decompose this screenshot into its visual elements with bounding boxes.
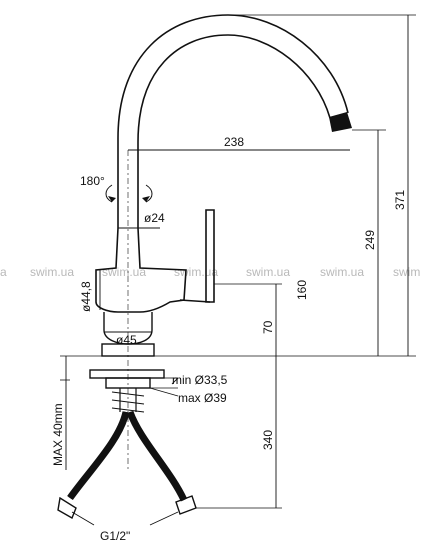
dimension-lines <box>65 15 409 526</box>
aerator <box>329 112 352 132</box>
watermark-edge-left: a <box>0 265 7 279</box>
watermark: a swim.ua swim.ua swim.ua swim.ua swim.u… <box>0 265 420 279</box>
label-rotation: 180° <box>80 174 105 188</box>
rotation-arrows <box>105 184 153 203</box>
leader-max <box>149 387 179 397</box>
label-connection: G1/2" <box>100 529 130 543</box>
lever <box>179 209 215 303</box>
label-hose-length: 340 <box>261 430 275 450</box>
dimension-labels: 238 371 249 180° ø24 ø44,8 160 ø45 70 mi… <box>51 135 407 543</box>
watermark-edge-right: swim <box>393 265 420 279</box>
watermark-text: swim.ua <box>174 265 218 279</box>
base-mount <box>89 343 165 413</box>
label-base-diameter: ø45 <box>116 333 137 347</box>
leader-g12 <box>71 511 179 526</box>
label-body-diameter: ø44,8 <box>79 281 93 312</box>
label-hole-max: max Ø39 <box>178 391 227 405</box>
label-base-height: 70 <box>261 320 275 334</box>
watermark-text: swim.ua <box>30 265 74 279</box>
watermark-text: swim.ua <box>246 265 290 279</box>
spout <box>117 14 352 228</box>
extension-lines <box>60 14 416 509</box>
label-max-deck: MAX 40mm <box>51 403 65 466</box>
faucet-body <box>95 227 187 345</box>
label-hole-min: min Ø33,5 <box>172 373 228 387</box>
leader-min <box>171 377 179 385</box>
watermark-text: swim.ua <box>320 265 364 279</box>
label-lever-height: 160 <box>295 280 309 300</box>
label-spout-height: 249 <box>363 230 377 250</box>
label-spout-diameter: ø24 <box>144 211 165 225</box>
label-total-height: 371 <box>393 190 407 210</box>
label-spout-reach: 238 <box>224 135 244 149</box>
flexible-hoses <box>57 410 197 520</box>
